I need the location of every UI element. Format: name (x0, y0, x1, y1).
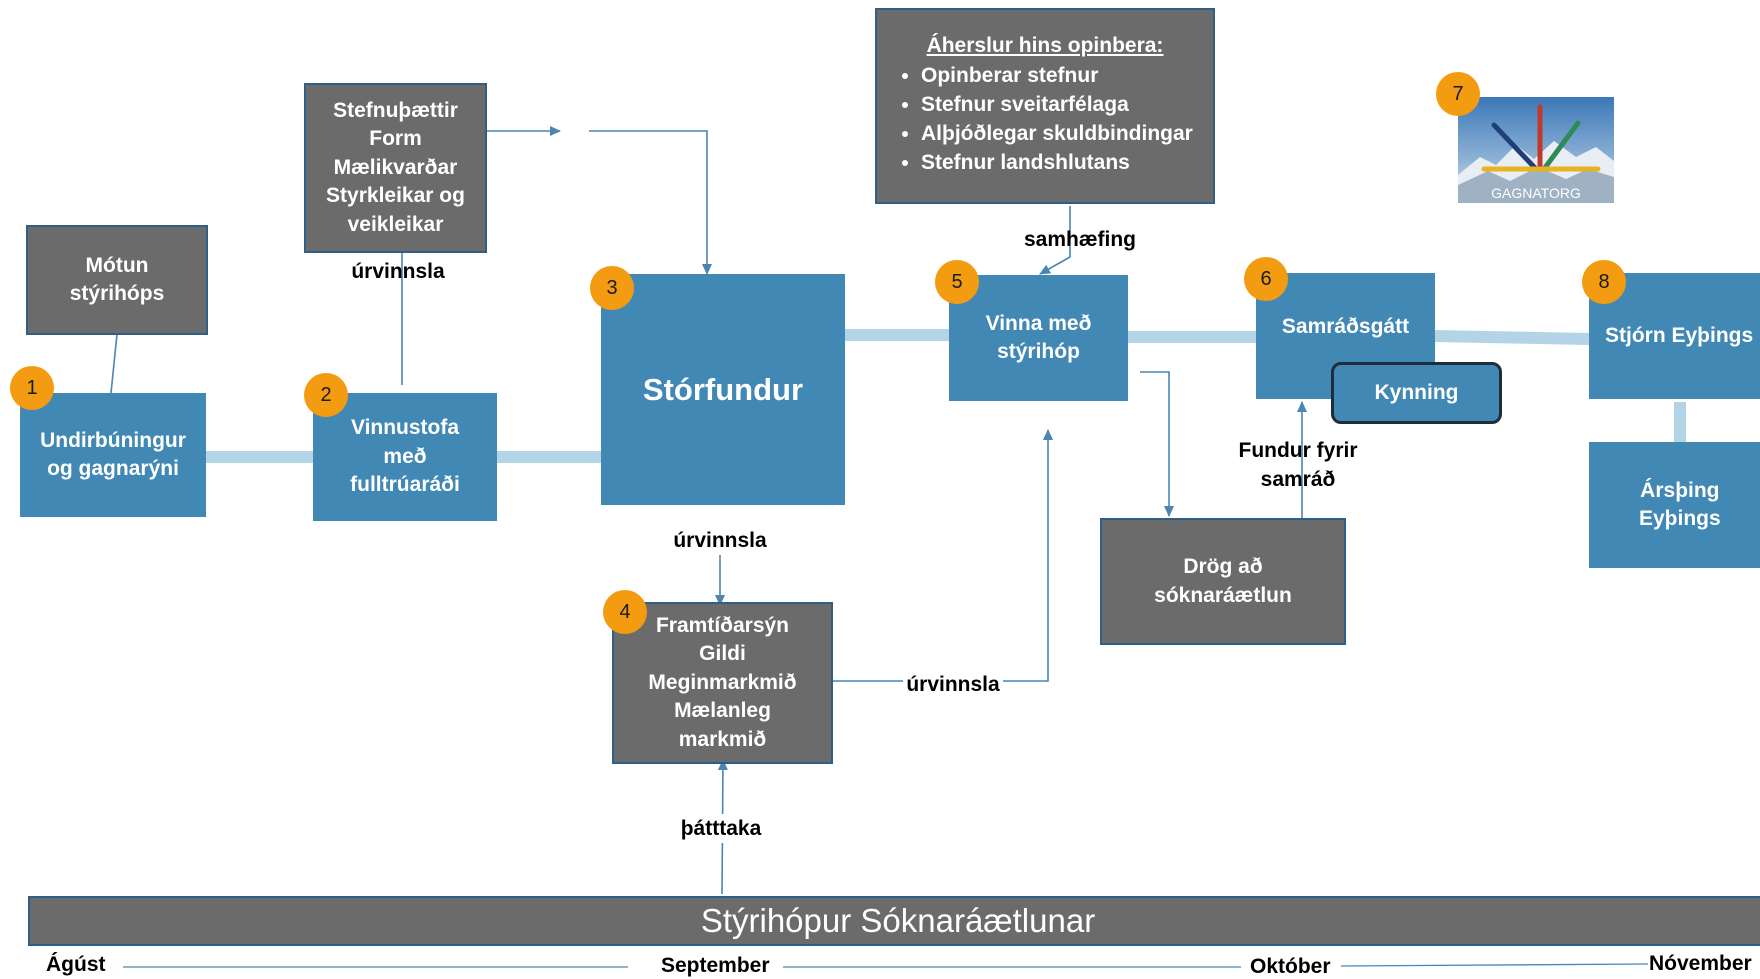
vinnustofa-box: Vinnustofa með fulltrúaráði (313, 393, 497, 521)
label-thatttaka: þátttaka (676, 814, 766, 844)
styrihopur-bar: Stýrihópur Sóknaráætlunar (28, 896, 1760, 946)
undirbuningur-box: Undirbúningur og gagnarýni (20, 393, 206, 517)
motun-styrihops-box: Mótun stýrihóps (26, 225, 208, 335)
aherslur-item: Stefnur sveitarfélaga (921, 91, 1213, 120)
gagnatorg-logo-image (1458, 97, 1614, 203)
aherslur-item: Opinberar stefnur (921, 62, 1213, 91)
main-connector (1434, 330, 1590, 345)
aherslur-item: Alþjóðlegar skuldbindingar (921, 120, 1213, 149)
arsthing-eythings-box: Ársþing Eyþings (1589, 442, 1760, 568)
stefnuthaettir-box: Stefnuþættir Form Mælikvarðar Styrkleika… (304, 83, 487, 253)
storfundur-box: Stórfundur (601, 274, 845, 505)
drog-box: Drög að sóknaráætlun (1100, 518, 1346, 645)
gagnatorg-logo-text: GAGNATORG (1491, 185, 1581, 201)
arrow-line (1140, 371, 1174, 517)
label-urvinnsla: úrvinnsla (351, 260, 445, 283)
connector-line (110, 333, 118, 394)
aherslur-box: Áherslur hins opinbera: Opinberar stefnu… (875, 8, 1215, 204)
kynning-button[interactable]: Kynning (1331, 362, 1502, 424)
step-badge-2: 2 (304, 373, 348, 417)
framtidarsyn-box: Framtíðarsýn Gildi Meginmarkmið Mælanleg… (612, 602, 833, 764)
step-badge-7: 7 (1436, 72, 1480, 116)
step-badge-6: 6 (1244, 257, 1288, 301)
step-badge-4: 4 (603, 590, 647, 634)
aherslur-title: Áherslur hins opinbera: (926, 34, 1164, 57)
label-fundur-fyrir-samrad: Fundur fyrir samráð (1238, 439, 1358, 492)
arrow-line (589, 130, 712, 275)
label-urvinnsla: úrvinnsla (903, 670, 1003, 700)
step-badge-8: 8 (1582, 260, 1626, 304)
timeline-line (1340, 963, 1649, 967)
arrow-line (832, 429, 1053, 682)
month-label: Nóvember (1649, 952, 1752, 975)
vinna-med-styrihop-box: Vinna með stýrihóp (949, 275, 1128, 401)
aherslur-list: Opinberar stefnur Stefnur sveitarfélaga … (877, 62, 1213, 178)
label-samhaefing: samhæfing (1023, 228, 1136, 251)
month-label: Október (1250, 955, 1331, 978)
arrow-line (1039, 206, 1071, 275)
step-badge-5: 5 (935, 260, 979, 304)
month-label: Ágúst (46, 953, 106, 976)
gagnatorg-logo: GAGNATORG (1458, 97, 1614, 203)
step-badge-3: 3 (590, 266, 634, 310)
month-label: September (661, 954, 770, 977)
aherslur-item: Stefnur landshlutans (921, 149, 1213, 178)
label-urvinnsla: úrvinnsla (673, 529, 767, 552)
step-badge-1: 1 (10, 366, 54, 410)
